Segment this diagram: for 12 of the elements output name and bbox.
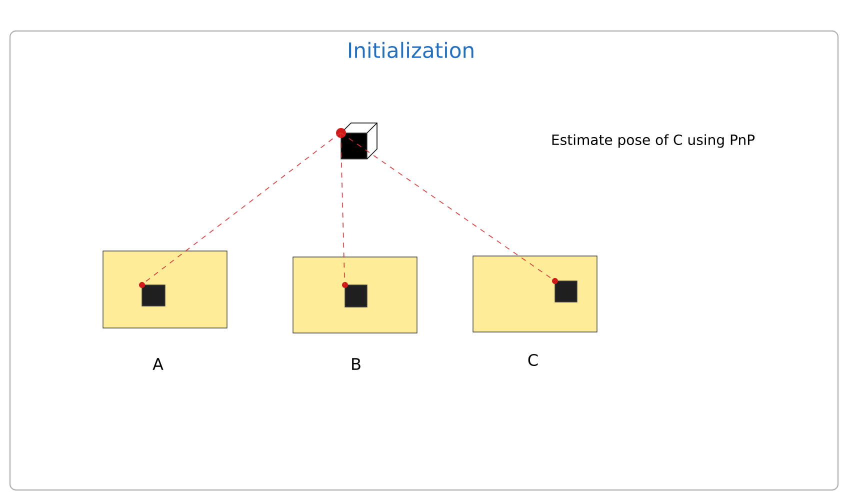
camera-cube (336, 122, 378, 160)
image-label: A (152, 358, 164, 370)
image-label: B (352, 358, 360, 370)
note-text: Estimate pose of C using PnP (552, 134, 755, 148)
projection-line (340, 132, 556, 282)
feature-square (342, 282, 368, 308)
projection-line (141, 132, 342, 286)
feature-square (139, 282, 166, 306)
image-label: C (528, 354, 538, 366)
feature-square (552, 278, 578, 302)
title: Initialization (349, 42, 474, 58)
projection-line (340, 132, 346, 286)
